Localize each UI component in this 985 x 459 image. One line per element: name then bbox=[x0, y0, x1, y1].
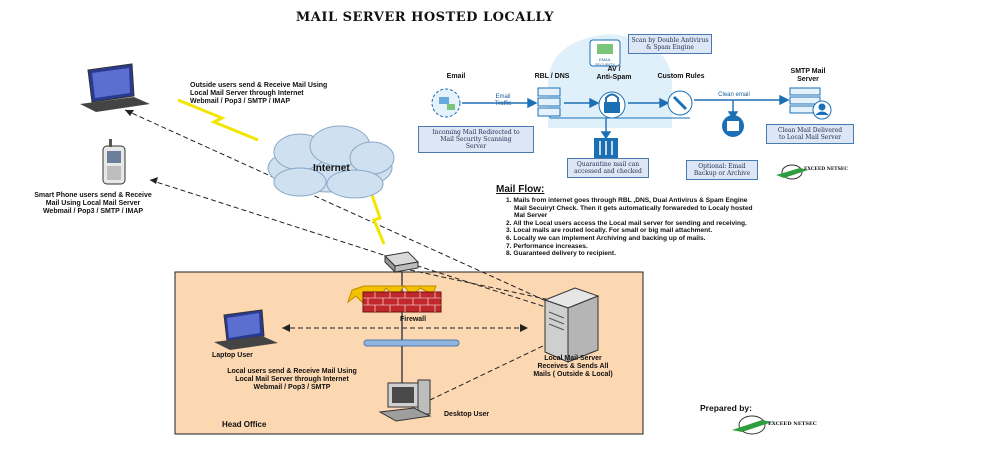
quarantine-icon bbox=[594, 138, 618, 158]
outside-users-line-2: Local Mail Server through Internet bbox=[190, 90, 304, 97]
step-rbl-label: RBL / DNS bbox=[534, 73, 570, 80]
scan-zone bbox=[548, 34, 672, 128]
clean-line-2: to Local Mail Server bbox=[778, 134, 842, 141]
firewall-label: Firewall bbox=[400, 316, 427, 323]
optional-line-1: Optional: Email bbox=[698, 163, 746, 170]
clean-email-label: Clean email bbox=[718, 92, 750, 98]
mail-flow-item: 3. Local mails are routed locally. For s… bbox=[506, 227, 713, 235]
internet-label: Internet bbox=[313, 163, 350, 174]
mail-flow-section: Mail Flow: 1. Mails from internet goes t… bbox=[496, 184, 836, 258]
local-server-line-2: Receives & Sends All bbox=[537, 363, 609, 370]
quarantine-line-1: Quarantine mail can bbox=[576, 161, 640, 168]
firewall-icon bbox=[347, 285, 442, 313]
email-security-icon bbox=[589, 39, 621, 67]
step-av-label: AV / Anti-Spam bbox=[584, 66, 644, 82]
line-phone-server bbox=[149, 179, 556, 311]
mail-flow-heading: Mail Flow: bbox=[496, 184, 545, 195]
desktop-user-label: Desktop User bbox=[444, 411, 490, 418]
step-smtp-line-2: Server bbox=[797, 76, 819, 83]
email-traffic-line-2: Traffic bbox=[494, 101, 512, 107]
smartphone-line-2: Mail Using Local Mail Server bbox=[45, 200, 141, 207]
step-smtp-line-1: SMTP Mail bbox=[790, 68, 826, 75]
outside-users-text: Outside users send & Receive Mail Using … bbox=[190, 82, 390, 106]
mail-flow-item: 6. Locally we can implement Archiving an… bbox=[506, 234, 706, 242]
clean-line-1: Clean Mail Delivered bbox=[777, 127, 843, 134]
email-security-line-2: SECURITY bbox=[594, 62, 616, 67]
smartphone-line-1: Smart Phone users send & Receive bbox=[34, 192, 152, 199]
mail-flow-item: Mail Secuiryt Check. Then it gets automa… bbox=[514, 204, 753, 212]
laptop-icon bbox=[80, 63, 150, 112]
head-office-label: Head Office bbox=[222, 420, 267, 429]
desktop-icon bbox=[378, 379, 432, 422]
cloud-icon bbox=[267, 125, 395, 199]
step-rules-label: Custom Rules bbox=[657, 73, 705, 80]
smartphone-text: Smart Phone users send & Receive Mail Us… bbox=[8, 192, 178, 216]
lan-bus bbox=[363, 339, 460, 347]
local-server-line-1: Local Mail Server bbox=[544, 355, 602, 362]
incoming-line-1: Incoming Mail Redirected to bbox=[432, 129, 520, 136]
email-traffic-line-1: Email bbox=[495, 94, 511, 100]
mail-flow-item: 8. Guaranteed delivery to recipient. bbox=[506, 250, 616, 258]
logo-text-bottom: EXCEED NETSEC bbox=[768, 421, 817, 427]
quarantine-line-2: accessed and checked bbox=[574, 168, 642, 175]
mail-flow-item: 2. All the Local users access the Local … bbox=[506, 219, 747, 227]
user-server-icon bbox=[789, 87, 832, 120]
outside-users-line-3: Webmail / Pop3 / SMTP / IMAP bbox=[190, 98, 291, 105]
clean-box: Clean Mail Delivered to Local Mail Serve… bbox=[766, 124, 854, 144]
optional-line-2: Backup or Archive bbox=[693, 170, 751, 177]
local-users-line-1: Local users send & Receive Mail Using bbox=[227, 368, 357, 375]
mail-flow-item: 1. Mails from internet goes through RBL … bbox=[506, 197, 748, 204]
prepared-by-label: Prepared by: bbox=[700, 403, 752, 413]
email-security-label: EMAIL SECURITY bbox=[590, 57, 620, 67]
incoming-box: Incoming Mail Redirected to Mail Securit… bbox=[418, 126, 534, 153]
mail-flow-item: Mal Server bbox=[514, 212, 548, 220]
lock-icon bbox=[598, 91, 626, 119]
laptop-user-icon bbox=[214, 309, 278, 350]
local-server-line-3: Mails ( Outside & Local) bbox=[533, 371, 613, 378]
email-security-line-1: EMAIL bbox=[598, 57, 611, 62]
step-smtp-label: SMTP Mail Server bbox=[782, 68, 834, 84]
logo-text-top: EXCEED NETSEC bbox=[804, 167, 848, 172]
optional-box: Optional: Email Backup or Archive bbox=[686, 160, 758, 180]
incoming-line-3: Server bbox=[465, 143, 487, 150]
lightning-router bbox=[370, 194, 386, 245]
line-laptop-server bbox=[124, 109, 556, 306]
router-icon bbox=[383, 251, 420, 274]
laptop-user-label: Laptop User bbox=[212, 352, 253, 359]
wrench-icon bbox=[667, 90, 693, 116]
step-av-line-2: Anti-Spam bbox=[596, 74, 632, 81]
mail-flow-list: 1. Mails from internet goes through RBL … bbox=[506, 197, 836, 258]
email-traffic-label: Email Traffic bbox=[488, 94, 518, 108]
lightning-laptop bbox=[177, 98, 259, 142]
quarantine-box: Quarantine mail can accessed and checked bbox=[567, 158, 649, 178]
smartphone-icon bbox=[102, 139, 126, 185]
scan-box: Scan by Double Antivirus & Spam Engine bbox=[628, 34, 712, 54]
scan-line-2: & Spam Engine bbox=[646, 44, 694, 51]
incoming-line-2: Mail Security Scanning bbox=[440, 136, 512, 143]
outside-users-line-1: Outside users send & Receive Mail Using bbox=[190, 82, 328, 89]
local-users-line-2: Local Mail Server through Internet bbox=[235, 376, 349, 383]
page-title: MAIL SERVER HOSTED LOCALLY bbox=[295, 10, 555, 25]
scan-line-1: Scan by Double Antivirus bbox=[631, 37, 709, 44]
smartphone-line-3: Webmail / Pop3 / SMTP / IMAP bbox=[42, 208, 144, 215]
local-users-line-3: Webmail / Pop3 / SMTP bbox=[253, 384, 331, 391]
logo-mark-top bbox=[776, 164, 808, 180]
logo-mark-bottom bbox=[732, 415, 772, 435]
step-email-label: Email bbox=[446, 73, 466, 80]
step-av-line-1: AV / bbox=[607, 66, 621, 73]
globe-icon bbox=[431, 88, 461, 118]
archive-icon bbox=[722, 115, 744, 137]
rbl-server-icon bbox=[537, 87, 561, 117]
server-icon bbox=[543, 287, 600, 363]
line-desktop-server bbox=[429, 344, 546, 401]
local-users-text: Local users send & Receive Mail Using Lo… bbox=[202, 368, 382, 392]
local-server-text: Local Mail Server Receives & Sends All M… bbox=[510, 355, 636, 379]
mail-flow-item: 7. Performance increases. bbox=[506, 242, 588, 250]
